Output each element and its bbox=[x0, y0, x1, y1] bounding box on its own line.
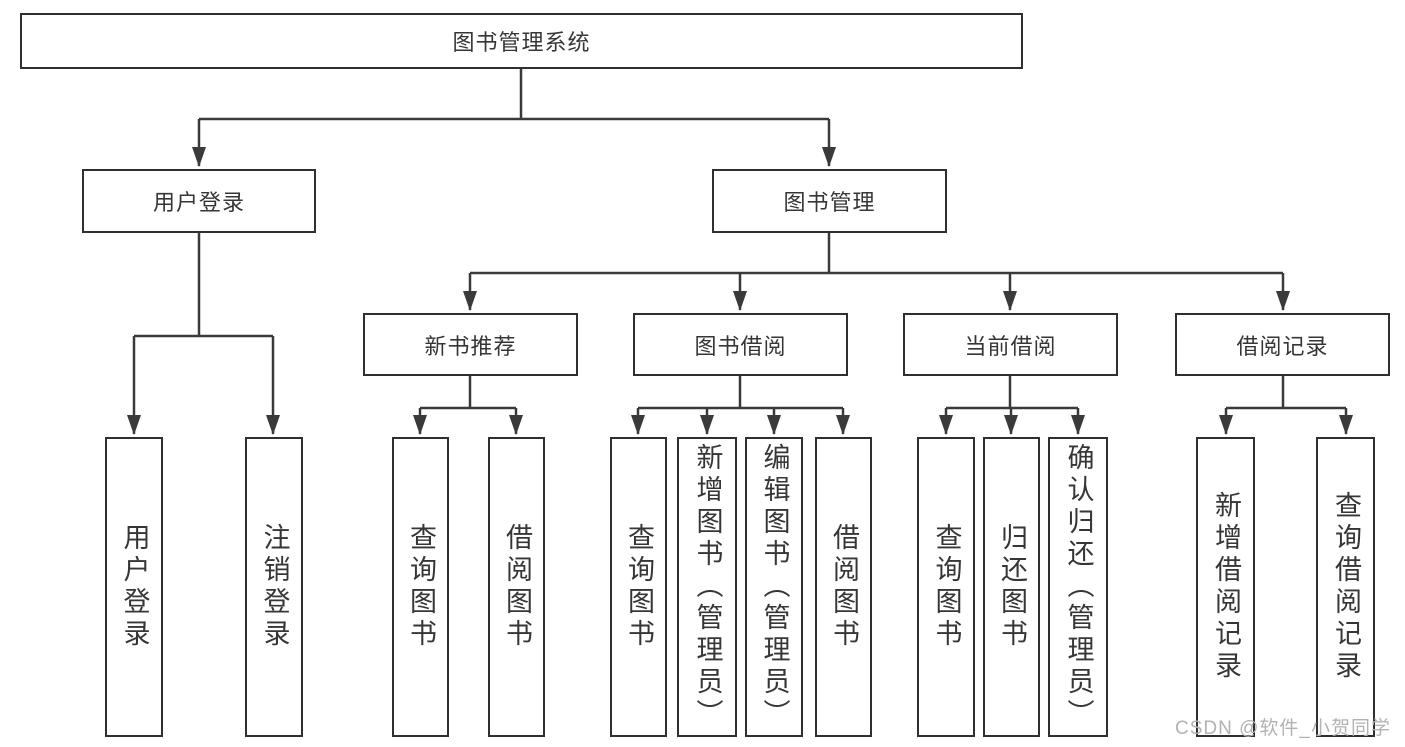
leaf-logout: 注销登录 bbox=[245, 437, 303, 737]
node-borrow-records: 借阅记录 bbox=[1175, 313, 1390, 376]
node-root-label: 图书管理系统 bbox=[452, 30, 591, 55]
node-current-borrow-label: 当前借阅 bbox=[964, 333, 1057, 359]
leaf-edit-books-admin-label: 编辑图书（管理员） bbox=[759, 443, 790, 731]
leaf-borrow-books-recommend-label: 借阅图书 bbox=[502, 523, 532, 651]
leaf-user-login-label: 用户登录 bbox=[119, 523, 150, 651]
leaf-user-login: 用户登录 bbox=[105, 437, 163, 737]
node-new-book-recommend: 新书推荐 bbox=[363, 313, 578, 376]
leaf-add-borrow-record-label: 新增借阅记录 bbox=[1211, 491, 1241, 683]
leaf-return-books-label: 归还图书 bbox=[997, 523, 1027, 651]
leaf-return-books: 归还图书 bbox=[983, 437, 1040, 737]
leaf-logout-label: 注销登录 bbox=[259, 523, 290, 651]
leaf-add-books-admin-label: 新增图书（管理员） bbox=[692, 443, 723, 731]
csdn-watermark: CSDN @软件_小贺同学 bbox=[1175, 718, 1391, 739]
node-current-borrow: 当前借阅 bbox=[903, 313, 1118, 376]
node-user-login: 用户登录 bbox=[82, 169, 316, 233]
leaf-add-borrow-record: 新增借阅记录 bbox=[1196, 437, 1255, 737]
leaf-borrow-books: 借阅图书 bbox=[815, 437, 872, 737]
leaf-add-books-admin: 新增图书（管理员） bbox=[677, 437, 737, 737]
node-book-borrow-label: 图书借阅 bbox=[694, 333, 787, 359]
leaf-edit-books-admin: 编辑图书（管理员） bbox=[745, 437, 803, 737]
node-new-book-recommend-label: 新书推荐 bbox=[424, 333, 517, 359]
node-user-login-label: 用户登录 bbox=[152, 190, 245, 215]
leaf-borrow-books-recommend: 借阅图书 bbox=[488, 437, 545, 737]
leaf-query-books-borrow: 查询图书 bbox=[610, 437, 667, 737]
node-book-borrow: 图书借阅 bbox=[633, 313, 848, 376]
leaf-borrow-books-label: 借阅图书 bbox=[829, 523, 859, 651]
node-book-management-label: 图书管理 bbox=[783, 190, 876, 215]
leaf-confirm-return-admin-label: 确认归还（管理员） bbox=[1063, 443, 1094, 731]
node-borrow-records-label: 借阅记录 bbox=[1236, 333, 1329, 359]
node-root-system: 图书管理系统 bbox=[20, 13, 1023, 69]
leaf-query-borrow-record: 查询借阅记录 bbox=[1316, 437, 1375, 737]
leaf-query-books-current: 查询图书 bbox=[917, 437, 975, 737]
leaf-query-books-current-label: 查询图书 bbox=[931, 523, 962, 651]
leaf-query-books-recommend: 查询图书 bbox=[392, 437, 449, 737]
leaf-query-books-recommend-label: 查询图书 bbox=[406, 523, 436, 651]
node-book-management: 图书管理 bbox=[712, 169, 947, 233]
leaf-query-books-borrow-label: 查询图书 bbox=[624, 523, 654, 651]
leaf-query-borrow-record-label: 查询借阅记录 bbox=[1331, 491, 1361, 683]
leaf-confirm-return-admin: 确认归还（管理员） bbox=[1048, 437, 1108, 737]
